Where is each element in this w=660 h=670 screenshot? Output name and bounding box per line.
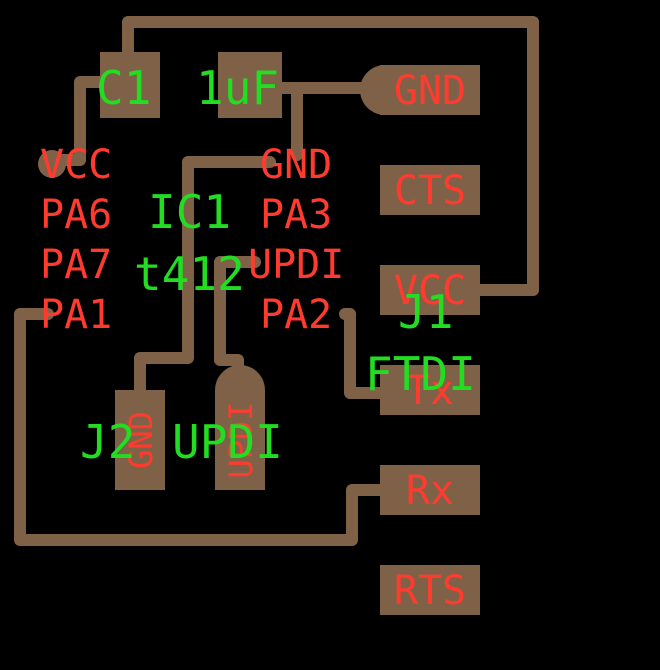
c1-ref-label: C1 <box>96 61 151 115</box>
trace-gnd-j2 <box>134 156 276 401</box>
ftdi-pad-cts <box>380 165 480 215</box>
ic1-pin-label: UPDI <box>248 242 344 288</box>
ic1-pin-label: PA2 <box>260 292 332 338</box>
ic1-pin-label: GND <box>260 142 332 188</box>
j2-pad-gnd <box>115 390 165 490</box>
ic1-left-pins: VCC PA6 PA7 PA1 <box>40 142 112 338</box>
j1-ref-label: J1 <box>398 285 453 339</box>
j1-pin-label: RTS <box>394 568 466 614</box>
ic1-pin-label: PA3 <box>260 192 332 238</box>
ic1-right-pins: GND PA3 UPDI PA2 <box>248 142 344 338</box>
c1-pad-1 <box>100 52 160 118</box>
j2-pins: GND UPDI <box>122 401 260 478</box>
ic-pad-vcc-round <box>38 150 66 178</box>
j1-pin-label: Tx <box>406 368 454 414</box>
ftdi-pad-rx <box>380 465 480 515</box>
j1-pin-label: CTS <box>394 168 466 214</box>
ic1-pin-label: VCC <box>40 142 112 188</box>
ic1-pin-label: PA7 <box>40 242 112 288</box>
trace-pa1-rx <box>14 308 396 546</box>
j2-name-label: UPDI <box>172 415 283 469</box>
j2-pin-label: UPDI <box>222 401 260 478</box>
trace-pa2-tx <box>339 308 396 399</box>
j2-pin-label: GND <box>122 411 160 469</box>
ftdi-pad-vcc <box>380 265 480 315</box>
j1-pin-label: VCC <box>394 268 466 314</box>
ic1-value-label: t412 <box>134 247 245 301</box>
trace-vcc-top <box>122 16 539 296</box>
ftdi-pad-gnd-round <box>360 65 410 115</box>
silkscreen-labels: C1 1uF IC1 t412 J1 FTDI J2 UPDI <box>80 61 476 469</box>
j2-ref-label: J2 <box>80 415 135 469</box>
j1-pin-label: Rx <box>406 468 454 514</box>
j1-pin-label: GND <box>394 68 466 114</box>
j1-pins: GND CTS VCC Tx Rx RTS <box>394 68 466 614</box>
ftdi-pad-tx <box>380 365 480 415</box>
c1-value-label: 1uF <box>196 61 279 115</box>
j2-pad-updi-round <box>215 365 265 415</box>
copper-pads <box>38 52 480 615</box>
copper-traces <box>14 16 539 546</box>
ic1-pin-label: PA6 <box>40 192 112 238</box>
j1-name-label: FTDI <box>365 347 476 401</box>
ic1-pin-label: PA1 <box>40 292 112 338</box>
ftdi-pad-rts <box>380 565 480 615</box>
c1-pad-2 <box>218 52 282 118</box>
ic1-ref-label: IC1 <box>148 185 231 239</box>
